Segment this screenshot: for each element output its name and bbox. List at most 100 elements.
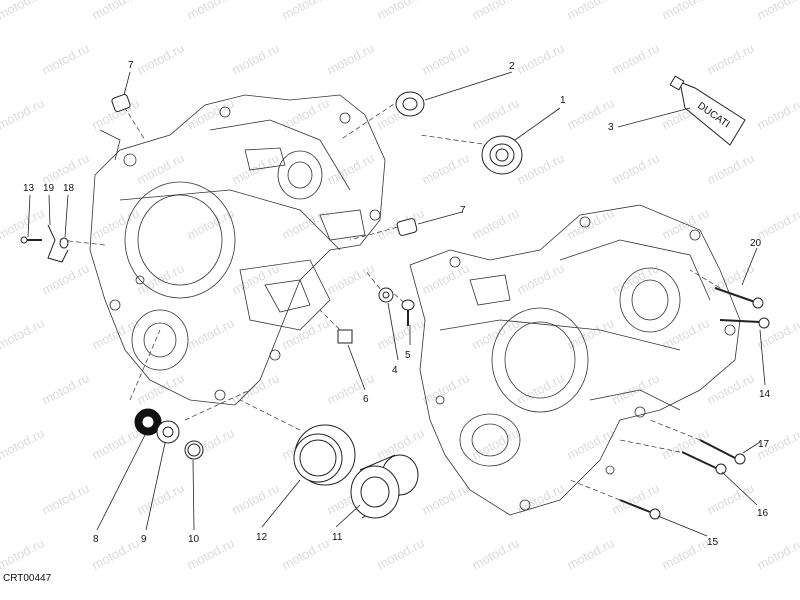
callout-7b: 7 [460, 205, 466, 216]
watermark-text: motod.ru [134, 370, 186, 407]
callout-6: 6 [363, 394, 369, 405]
watermark-text: motod.ru [419, 260, 471, 297]
watermark-text: motod.ru [324, 40, 376, 77]
watermark-text: motod.ru [134, 40, 186, 77]
watermark-text: motod.ru [564, 535, 616, 572]
watermark-text: motod.ru [184, 205, 236, 242]
watermark-text: motod.ru [279, 0, 331, 23]
diagram-code: CRT00447 [3, 573, 52, 584]
part-seal-8 [134, 408, 162, 436]
watermark-text: motod.ru [134, 480, 186, 517]
callout-8: 8 [93, 534, 99, 545]
watermark-text: motod.ru [39, 40, 91, 77]
callout-10: 10 [188, 534, 200, 545]
watermark-text: motod.ru [229, 260, 281, 297]
part-bracket-19 [47, 224, 69, 263]
part-plug-6 [337, 329, 353, 344]
callout-2: 2 [509, 61, 515, 72]
callout-14: 14 [759, 389, 771, 400]
watermark-text: motod.ru [184, 315, 236, 352]
watermark-text: motod.ru [609, 370, 661, 407]
callout-3: 3 [608, 122, 614, 133]
watermark-text: motod.ru [754, 205, 800, 242]
watermark-text: motod.ru [469, 95, 521, 132]
watermark-text: motod.ru [39, 260, 91, 297]
watermark-text: motod.ru [754, 535, 800, 572]
part-dowel-7b [396, 218, 418, 236]
callout-7a: 7 [128, 60, 134, 71]
callout-13: 13 [23, 183, 35, 194]
part-roller-bearing-11 [350, 454, 419, 519]
watermark-text: motod.ru [659, 425, 711, 462]
callout-16: 16 [757, 508, 769, 519]
callout-5: 5 [405, 350, 411, 361]
callout-15: 15 [707, 537, 719, 548]
watermark-text: motod.ru [324, 150, 376, 187]
watermark-text: motod.ru [229, 370, 281, 407]
callout-1: 1 [560, 95, 566, 106]
watermark-text: motod.ru [0, 315, 47, 352]
part-bushing-12 [293, 424, 356, 486]
watermark-text: motod.ru [609, 40, 661, 77]
watermark-text: motod.ru [419, 370, 471, 407]
part-circlip-10 [184, 440, 204, 460]
watermark-text: motod.ru [514, 260, 566, 297]
watermark-text: motod.ru [134, 260, 186, 297]
watermark-text: motod.ru [659, 0, 711, 23]
watermark-text: motod.ru [564, 0, 616, 23]
callout-12: 12 [256, 532, 268, 543]
assembly-lines [59, 99, 751, 501]
callout-9: 9 [141, 534, 147, 545]
part-bearing-2 [395, 91, 425, 117]
callout-4: 4 [392, 365, 398, 376]
watermark-text: motod.ru [279, 535, 331, 572]
watermark-text: motod.ru [704, 480, 756, 517]
watermark-text: motod.ru [419, 150, 471, 187]
watermark-text: motod.ru [469, 425, 521, 462]
part-bolt-16 [681, 451, 727, 475]
callout-19: 19 [43, 183, 55, 194]
watermark-text: motod.ru [469, 0, 521, 23]
part-screw-5 [401, 299, 415, 326]
watermark-text: motod.ru [419, 40, 471, 77]
watermark-text: motod.ru [0, 535, 47, 572]
watermark-text: motod.ru [514, 480, 566, 517]
left-crankcase-half [89, 94, 386, 406]
part-dowel-7a [111, 94, 131, 112]
part-bearing-9 [156, 420, 180, 444]
watermark-text: motod.ru [514, 40, 566, 77]
watermark-text: motod.ru [609, 150, 661, 187]
part-bolt-17 [699, 439, 746, 465]
right-crankcase-half [409, 204, 741, 516]
watermark-text: motod.ru [0, 0, 47, 23]
callout-17: 17 [758, 439, 770, 450]
watermark-text: motod.ru [0, 95, 47, 132]
watermark-text: motod.ru [704, 40, 756, 77]
watermark-text: motod.ru [324, 260, 376, 297]
watermark-text: motod.ru [704, 260, 756, 297]
watermark-text: motod.ru [89, 315, 141, 352]
watermark-text: motod.ru [374, 535, 426, 572]
watermark-text: motod.ru [89, 205, 141, 242]
part-bearing-1 [481, 135, 523, 175]
watermark-text: motod.ru [374, 315, 426, 352]
callout-labels: 1 2 3 4 5 6 7 7 8 9 10 11 12 13 14 15 16… [23, 60, 771, 548]
watermark-text: motod.ru [419, 480, 471, 517]
watermark-text: motod.ru [754, 0, 800, 23]
watermark-text: motod.ru [469, 535, 521, 572]
part-bolt-15 [619, 499, 661, 520]
watermark-text: motod.ru [39, 370, 91, 407]
part-screw-13 [20, 236, 42, 244]
part-washer-4 [378, 287, 394, 303]
watermark-text: motod.ru [469, 205, 521, 242]
callout-18: 18 [63, 183, 75, 194]
watermark-text: motod.ru [229, 40, 281, 77]
watermark-text: motod.ru [89, 0, 141, 23]
watermark-text: motod.ru [564, 205, 616, 242]
watermark-text: motod.ru [324, 370, 376, 407]
watermark-text: motod.ru [39, 480, 91, 517]
watermark-text: motod.ru [659, 535, 711, 572]
watermark-text: motod.ru [564, 425, 616, 462]
callout-11: 11 [332, 532, 343, 543]
